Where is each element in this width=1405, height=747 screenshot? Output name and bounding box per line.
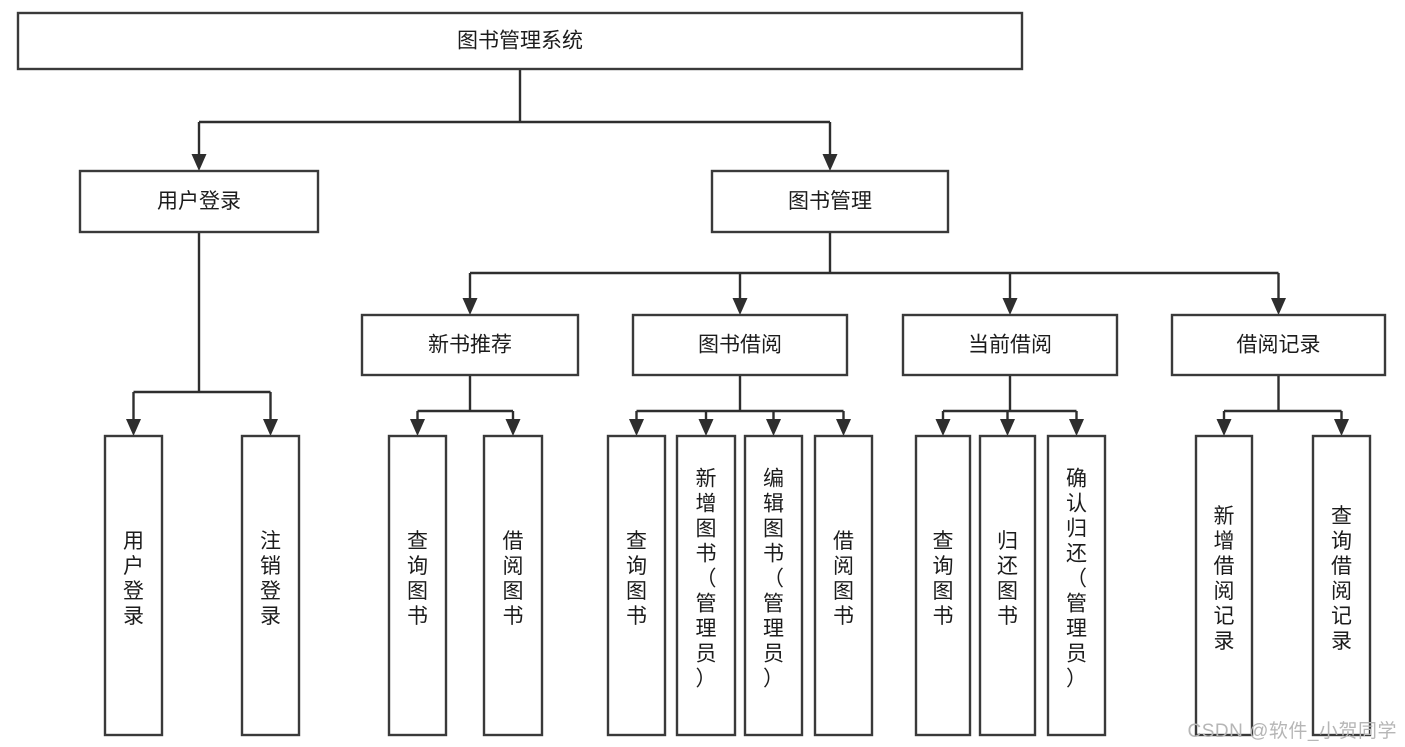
node-layer: 图书管理系统用户登录图书管理新书推荐图书借阅当前借阅借阅记录用户登录注销登录查询… bbox=[16, 11, 1387, 737]
node-box-leaf-return-book bbox=[978, 434, 1037, 737]
node-box-newbook bbox=[360, 313, 580, 377]
node-leaf-confirm-return[interactable]: 确认归还（管理员） bbox=[1046, 434, 1107, 737]
node-box-leaf-user-login bbox=[103, 434, 164, 737]
arrow-head-icon bbox=[1271, 298, 1286, 315]
node-box-leaf-borrow-book-1 bbox=[482, 434, 544, 737]
csdn-watermark: CSDN @软件_小贺同学 bbox=[1187, 721, 1397, 742]
arrow-head-icon bbox=[732, 298, 748, 315]
node-leaf-user-logout[interactable]: 注销登录 bbox=[240, 434, 301, 737]
node-borrow[interactable]: 图书借阅 bbox=[631, 313, 849, 377]
node-bookmgmt[interactable]: 图书管理 bbox=[710, 169, 950, 234]
arrow-head-icon bbox=[698, 419, 714, 436]
node-box-borrow bbox=[631, 313, 849, 377]
node-box-leaf-query-record bbox=[1311, 434, 1372, 737]
node-current[interactable]: 当前借阅 bbox=[901, 313, 1119, 377]
arrow-head-icon bbox=[629, 419, 644, 436]
node-leaf-query-book-2[interactable]: 查询图书 bbox=[606, 434, 667, 737]
edge-group-login bbox=[126, 232, 278, 436]
arrow-head-icon bbox=[766, 419, 781, 436]
arrow-head-icon bbox=[263, 419, 278, 436]
node-leaf-query-book-3[interactable]: 查询图书 bbox=[914, 434, 972, 737]
node-label-bookmgmt: 图书管理 bbox=[788, 190, 872, 213]
node-leaf-borrow-book-1[interactable]: 借阅图书 bbox=[482, 434, 544, 737]
node-label-leaf-query-book-3: 查询图书 bbox=[933, 530, 954, 628]
node-box-leaf-add-record bbox=[1194, 434, 1254, 737]
node-label-current: 当前借阅 bbox=[968, 334, 1052, 357]
node-label-login: 用户登录 bbox=[157, 190, 241, 213]
node-record[interactable]: 借阅记录 bbox=[1170, 313, 1387, 377]
node-box-root bbox=[16, 11, 1024, 71]
node-root[interactable]: 图书管理系统 bbox=[16, 11, 1024, 71]
node-box-login bbox=[78, 169, 320, 234]
node-label-leaf-user-logout: 注销登录 bbox=[260, 530, 281, 628]
edge-group-record bbox=[1216, 375, 1349, 436]
edge-group-root bbox=[191, 69, 838, 171]
node-leaf-return-book[interactable]: 归还图书 bbox=[978, 434, 1037, 737]
edge-group-current bbox=[935, 375, 1084, 436]
node-label-borrow: 图书借阅 bbox=[698, 334, 782, 357]
arrow-head-icon bbox=[505, 419, 521, 436]
node-label-leaf-query-book-2: 查询图书 bbox=[626, 530, 647, 628]
arrow-head-icon bbox=[822, 154, 838, 171]
node-label-leaf-add-record: 新增借阅记录 bbox=[1214, 505, 1235, 653]
edge-group-newbook bbox=[410, 375, 521, 436]
node-box-leaf-edit-book bbox=[743, 434, 804, 737]
node-box-leaf-query-book-3 bbox=[914, 434, 972, 737]
node-box-leaf-query-book-2 bbox=[606, 434, 667, 737]
node-leaf-add-record[interactable]: 新增借阅记录 bbox=[1194, 434, 1254, 737]
node-login[interactable]: 用户登录 bbox=[78, 169, 320, 234]
arrow-head-icon bbox=[1002, 298, 1018, 315]
node-label-newbook: 新书推荐 bbox=[428, 334, 512, 357]
node-label-leaf-confirm-return: 确认归还（管理员） bbox=[1066, 468, 1087, 691]
node-label-record: 借阅记录 bbox=[1237, 334, 1321, 357]
node-box-record bbox=[1170, 313, 1387, 377]
node-box-leaf-user-logout bbox=[240, 434, 301, 737]
arrow-head-icon bbox=[462, 298, 478, 315]
node-label-leaf-query-book-1: 查询图书 bbox=[407, 530, 428, 628]
node-box-leaf-borrow-book-2 bbox=[813, 434, 874, 737]
node-label-leaf-edit-book: 编辑图书（管理员） bbox=[763, 468, 784, 691]
arrow-head-icon bbox=[410, 419, 425, 436]
arrow-head-icon bbox=[191, 154, 207, 171]
node-leaf-user-login[interactable]: 用户登录 bbox=[103, 434, 164, 737]
node-box-bookmgmt bbox=[710, 169, 950, 234]
node-label-leaf-return-book: 归还图书 bbox=[997, 530, 1018, 628]
arrow-head-icon bbox=[126, 419, 141, 436]
arrow-head-icon bbox=[1216, 419, 1232, 436]
arrow-head-icon bbox=[1069, 419, 1084, 436]
node-leaf-add-book[interactable]: 新增图书（管理员） bbox=[675, 434, 737, 737]
edge-group-bookmgmt bbox=[462, 232, 1286, 315]
arrow-head-icon bbox=[836, 419, 851, 436]
arrow-head-icon bbox=[935, 419, 951, 436]
node-label-leaf-borrow-book-2: 借阅图书 bbox=[833, 530, 854, 628]
node-leaf-query-book-1[interactable]: 查询图书 bbox=[387, 434, 448, 737]
arrow-head-icon bbox=[1000, 419, 1015, 436]
node-leaf-borrow-book-2[interactable]: 借阅图书 bbox=[813, 434, 874, 737]
node-box-leaf-confirm-return bbox=[1046, 434, 1107, 737]
node-leaf-edit-book[interactable]: 编辑图书（管理员） bbox=[743, 434, 804, 737]
node-label-root: 图书管理系统 bbox=[457, 30, 583, 53]
node-leaf-query-record[interactable]: 查询借阅记录 bbox=[1311, 434, 1372, 737]
node-label-leaf-add-book: 新增图书（管理员） bbox=[696, 468, 717, 691]
node-box-leaf-query-book-1 bbox=[387, 434, 448, 737]
node-newbook[interactable]: 新书推荐 bbox=[360, 313, 580, 377]
node-label-leaf-borrow-book-1: 借阅图书 bbox=[503, 530, 524, 628]
node-label-leaf-query-record: 查询借阅记录 bbox=[1331, 505, 1352, 653]
arrow-head-icon bbox=[1334, 419, 1349, 436]
connector-layer bbox=[126, 69, 1349, 436]
node-box-current bbox=[901, 313, 1119, 377]
edge-group-borrow bbox=[629, 375, 851, 436]
node-label-leaf-user-login: 用户登录 bbox=[123, 530, 144, 628]
node-box-leaf-add-book bbox=[675, 434, 737, 737]
